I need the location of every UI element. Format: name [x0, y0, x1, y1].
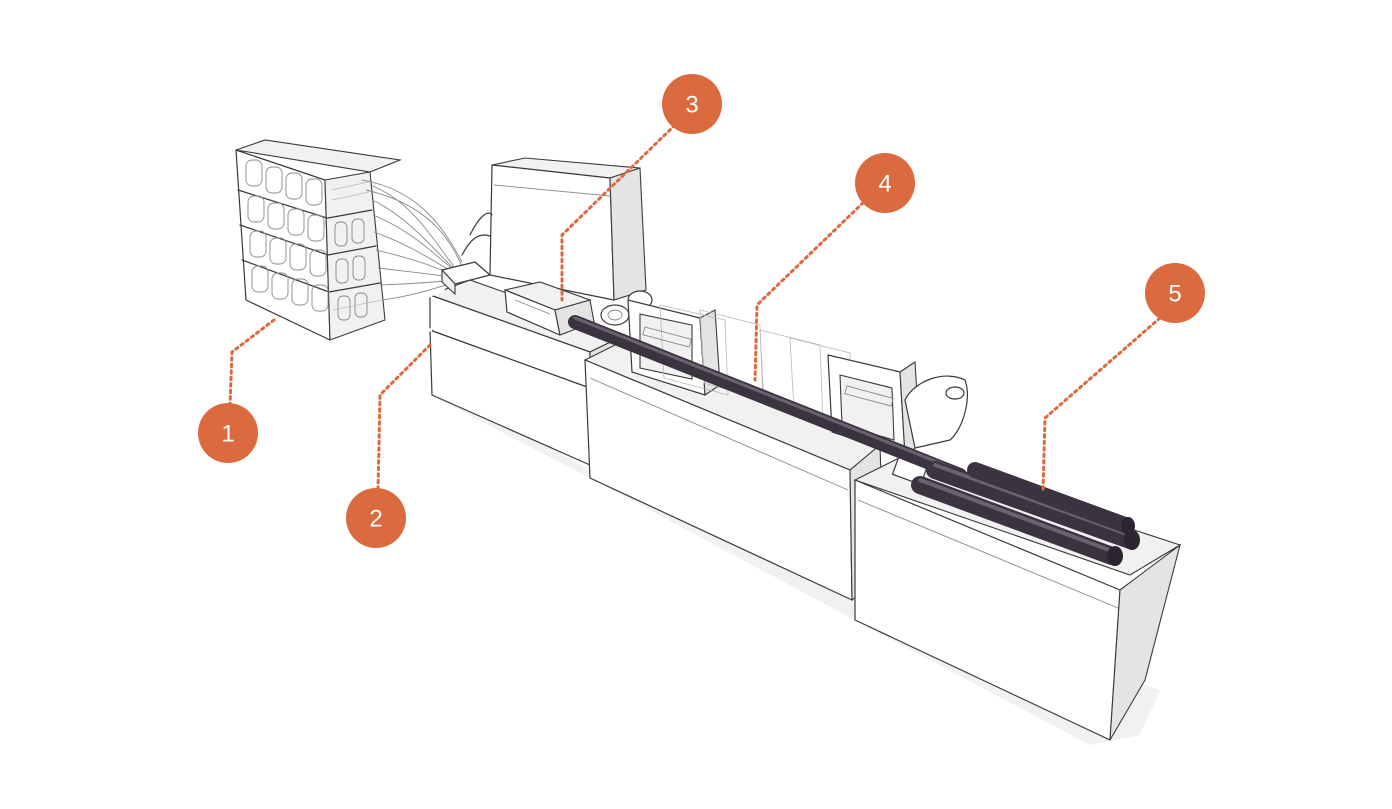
callout-5: 5	[1145, 263, 1205, 323]
leader-3	[560, 123, 677, 302]
callout-5-label: 5	[1168, 281, 1181, 308]
control-cabinet	[461, 157, 653, 326]
leader-2	[376, 343, 432, 492]
callout-4: 4	[855, 153, 915, 213]
leader-4	[753, 196, 870, 382]
callout-1-label: 1	[221, 421, 234, 448]
creel-rack	[235, 139, 403, 341]
leader-5	[1041, 316, 1162, 492]
callout-2-label: 2	[369, 506, 382, 533]
leader-1	[228, 318, 276, 407]
finished-pipes	[911, 461, 1140, 566]
leader-lines	[228, 123, 1162, 492]
callout-2: 2	[346, 488, 406, 548]
callout-4-label: 4	[878, 171, 891, 198]
callout-3: 3	[662, 74, 722, 134]
composite-pipe-line	[568, 315, 967, 482]
callout-3-label: 3	[685, 92, 698, 119]
callout-1: 1	[198, 403, 258, 463]
